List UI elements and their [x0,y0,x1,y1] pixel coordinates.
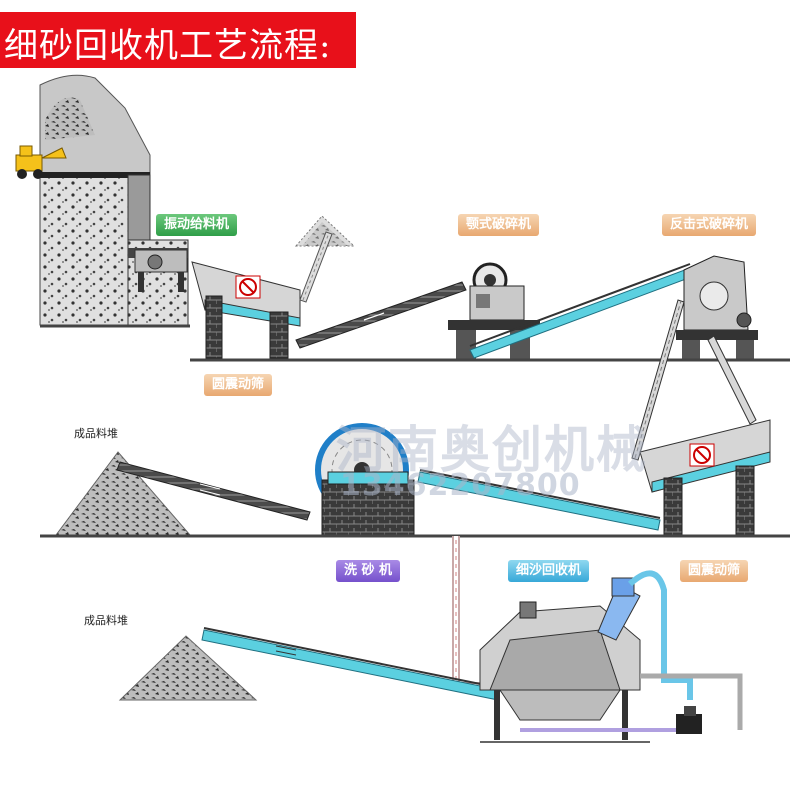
label-vibrating-feeder: 振动给料机 [156,214,238,236]
stacker-conveyor-top [299,231,333,303]
label-fine-sand-recovery: 细沙回收机 [508,560,590,582]
title-banner: 细砂回收机工艺流程: [0,12,356,68]
conveyor-feeder-to-jaw [295,281,467,349]
screen-top-machine [191,261,301,359]
label-jaw-crusher: 颚式破碎机 [458,214,540,236]
label-sand-washer: 洗 砂 机 [336,560,401,582]
conveyor-impact-to-screen [631,299,685,461]
conveyor-washer-to-pile [116,461,311,521]
slurry-pump [676,706,702,734]
impact-crusher-machine [676,255,758,360]
quarry-mountain [39,74,151,326]
page-title: 细砂回收机工艺流程: [4,26,332,66]
label-product-pile-bottom: 成品料堆 [84,614,128,627]
jaw-crusher-machine [448,262,540,360]
conveyor-screen-to-washer [417,469,661,531]
ground-line-row1 [40,324,790,362]
product-pile-bottom [118,635,258,701]
label-vibrating-screen-top: 圆震动筛 [204,374,273,396]
label-impact-crusher: 反击式破碎机 [662,214,757,236]
return-pipe [520,570,743,732]
label-product-pile-mid: 成品料堆 [74,427,118,440]
vibrating-feeder-machine [134,249,188,292]
label-vibrating-screen-mid: 圆震动筛 [680,560,749,582]
chute-impact-to-screen [707,335,757,425]
wheel-loader [15,145,67,179]
hydrocyclone [597,577,641,641]
sand-washer-machine [315,423,415,537]
